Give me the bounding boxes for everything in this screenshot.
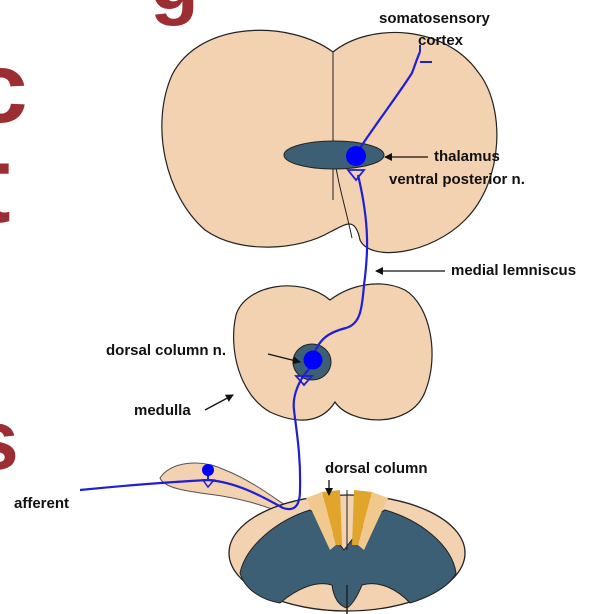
medial-lemniscus-label: medial lemniscus xyxy=(451,263,576,280)
dorsal-column-nucleus-label: dorsal column n. xyxy=(106,343,226,360)
thalamus-nucleus xyxy=(284,141,384,169)
ventral-posterior-label: ventral posterior n. xyxy=(389,172,525,189)
dorsal-root-ganglion xyxy=(160,463,288,516)
medulla-section xyxy=(234,284,432,420)
afferent-label: afferent xyxy=(14,496,69,513)
cortex-label: cortex xyxy=(418,33,463,50)
medulla-arrow xyxy=(205,395,233,410)
medulla-label: medulla xyxy=(134,403,191,420)
thalamic-neuron-cell-body xyxy=(346,146,366,166)
somatosensory-label: somatosensory xyxy=(379,11,490,28)
dorsal-column-neuron-cell-body xyxy=(304,351,323,370)
ganglion-cell-body xyxy=(202,464,214,476)
dorsal-column-label: dorsal column xyxy=(325,461,428,478)
thalamus-label: thalamus xyxy=(434,149,500,166)
